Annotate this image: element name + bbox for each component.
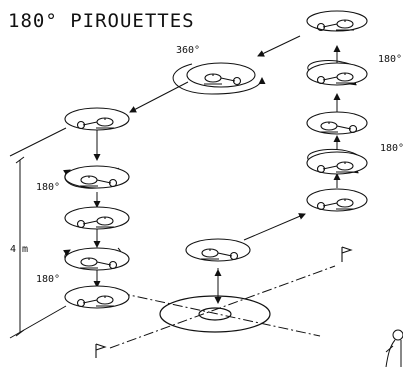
rotor-disc xyxy=(307,11,367,31)
rotation-label-180-right-top: 180° xyxy=(378,54,402,65)
rotor-disc xyxy=(187,63,255,87)
rotor-disc xyxy=(65,166,129,188)
rotation-label-180-left-top: 180° xyxy=(36,182,60,193)
helicopter-icon xyxy=(65,286,129,308)
helicopter-icon xyxy=(307,112,367,134)
rotation-label-180-right-mid: 180° xyxy=(380,143,403,154)
rotation-label-360: 360° xyxy=(176,45,200,56)
rotor-disc xyxy=(65,207,129,229)
rotor-disc xyxy=(65,108,129,130)
rotor-disc xyxy=(65,248,129,270)
rotor-disc xyxy=(307,152,367,174)
height-label: 4 m xyxy=(10,244,28,255)
rotor-disc xyxy=(307,189,367,211)
rotor-disc xyxy=(307,63,367,85)
flag-icon xyxy=(96,344,105,358)
rotor-disc xyxy=(186,239,250,261)
pilot-icon xyxy=(386,330,403,367)
helicopter-icon xyxy=(307,152,367,174)
ground-lines xyxy=(110,266,335,348)
helicopter-icon xyxy=(187,63,255,87)
flag-icon xyxy=(342,247,351,262)
helicopter-icon xyxy=(307,63,367,85)
helicopter-icon xyxy=(186,239,250,261)
helicopter-icon xyxy=(307,11,367,31)
height-dimension xyxy=(10,128,66,338)
helicopter-icon xyxy=(65,248,129,270)
rotor-disc xyxy=(307,112,367,134)
helicopter-icon xyxy=(307,189,367,211)
helicopter-icon xyxy=(65,207,129,229)
rotation-label-180-left-bottom: 180° xyxy=(36,274,60,285)
landing-pad-icon xyxy=(160,296,270,332)
diagram-title: 180° PIROUETTES xyxy=(8,10,195,32)
helicopter-icon xyxy=(65,166,129,188)
rotor-disc xyxy=(65,286,129,308)
helicopter-icon xyxy=(65,108,129,130)
